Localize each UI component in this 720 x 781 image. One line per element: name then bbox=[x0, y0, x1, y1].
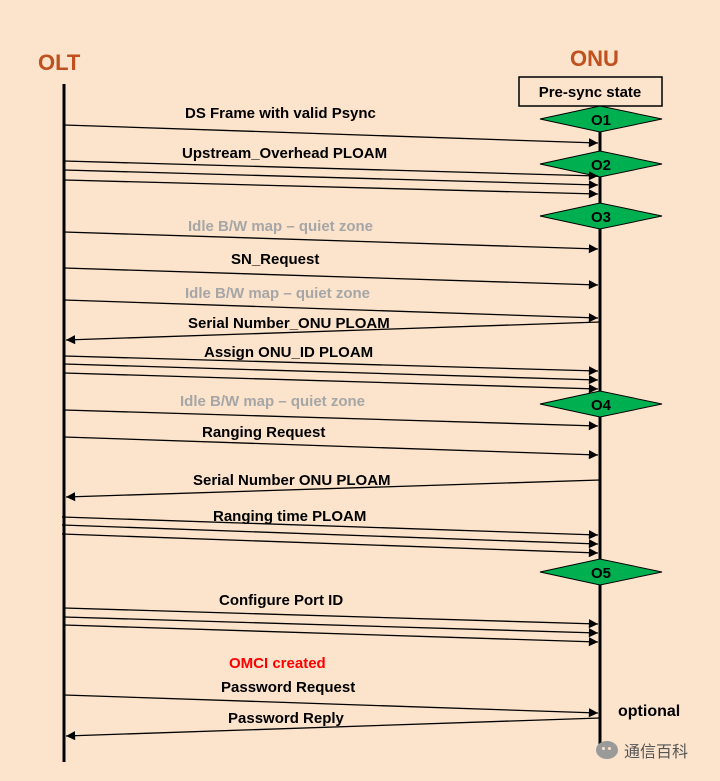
message-label: Ranging time PLOAM bbox=[213, 508, 366, 525]
message-arrow-13 bbox=[63, 436, 599, 460]
message-arrow-19 bbox=[63, 616, 599, 638]
state-diamond-o5: O5 bbox=[539, 558, 663, 586]
wechat-icon bbox=[596, 741, 618, 759]
message-arrow-22 bbox=[65, 717, 601, 741]
message-label: Password Reply bbox=[228, 710, 345, 727]
message-label: Idle B/W map – quiet zone bbox=[180, 393, 365, 410]
state-label: O1 bbox=[591, 112, 611, 129]
message-label: Serial Number ONU PLOAM bbox=[193, 472, 391, 489]
message-label: SN_Request bbox=[231, 251, 319, 268]
arrows-layer bbox=[61, 124, 601, 741]
message-arrow-14 bbox=[65, 479, 601, 502]
state-label: O4 bbox=[591, 397, 612, 414]
message-arrow-6 bbox=[63, 267, 599, 290]
message-arrow-20 bbox=[63, 624, 599, 647]
message-label: Configure Port ID bbox=[219, 592, 343, 609]
message-arrow-2 bbox=[63, 160, 599, 181]
optional-label: optional bbox=[618, 703, 680, 720]
state-diamond-o1: O1 bbox=[539, 105, 663, 133]
message-arrow-16 bbox=[61, 524, 599, 549]
state-label: O3 bbox=[591, 209, 611, 226]
message-label: Serial Number_ONU PLOAM bbox=[188, 315, 390, 332]
olt-title: OLT bbox=[38, 50, 81, 75]
watermark-text: 通信百科 bbox=[624, 742, 689, 761]
message-arrow-7 bbox=[63, 299, 599, 323]
message-arrow-18 bbox=[63, 607, 599, 629]
onu-title: ONU bbox=[570, 46, 619, 71]
message-label: Assign ONU_ID PLOAM bbox=[204, 344, 373, 361]
message-arrow-9 bbox=[63, 355, 599, 376]
message-label: Upstream_Overhead PLOAM bbox=[182, 145, 387, 162]
state-diamond-o2: O2 bbox=[539, 150, 663, 178]
message-label: Idle B/W map – quiet zone bbox=[185, 285, 370, 302]
message-arrow-4 bbox=[63, 179, 599, 199]
message-arrow-12 bbox=[63, 409, 599, 431]
message-arrow-15 bbox=[61, 516, 599, 540]
message-arrow-17 bbox=[61, 533, 599, 558]
state-label: O5 bbox=[591, 565, 611, 582]
presync-box bbox=[518, 76, 663, 107]
presync-label: Pre-sync state bbox=[539, 84, 642, 101]
message-arrow-21 bbox=[63, 694, 599, 718]
message-label: Ranging Request bbox=[202, 424, 325, 441]
message-arrow-5 bbox=[63, 231, 599, 254]
message-label: OMCI created bbox=[229, 655, 326, 672]
message-arrow-3 bbox=[63, 169, 599, 190]
state-diamond-o4: O4 bbox=[539, 390, 663, 418]
message-arrow-1 bbox=[63, 124, 599, 148]
watermark: 通信百科 bbox=[596, 738, 688, 762]
state-label: O2 bbox=[591, 157, 611, 174]
message-label: DS Frame with valid Psync bbox=[185, 105, 376, 122]
message-arrow-10 bbox=[63, 363, 599, 385]
labels-layer: DS Frame with valid PsyncUpstream_Overhe… bbox=[180, 105, 391, 727]
message-label: Password Request bbox=[221, 679, 355, 696]
message-arrow-11 bbox=[63, 372, 599, 394]
message-arrow-8 bbox=[65, 321, 601, 345]
state-diamond-o3: O3 bbox=[539, 202, 663, 230]
message-label: Idle B/W map – quiet zone bbox=[188, 218, 373, 235]
